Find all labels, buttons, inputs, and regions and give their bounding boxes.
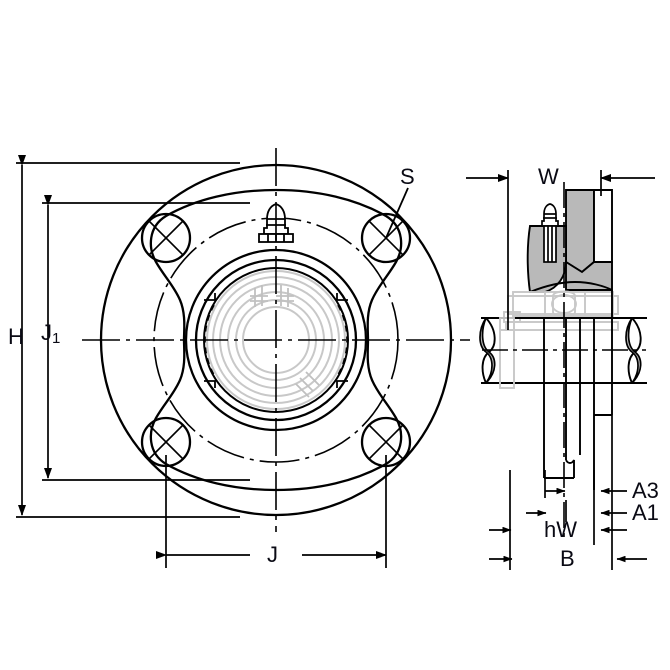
side-flange-plate: [565, 189, 613, 274]
dimension-label-h: H: [8, 324, 24, 349]
dimension-label-j: J: [267, 542, 278, 567]
dimension-h: [16, 155, 240, 518]
dimension-hw: [489, 470, 627, 545]
front-view-centerlines: [82, 148, 470, 532]
dimension-a3: [544, 470, 627, 498]
dimension-label-b: B: [560, 546, 575, 571]
front-view: [82, 148, 470, 532]
s-leader-line: [385, 187, 409, 239]
dimension-label-s: S: [400, 164, 415, 189]
dimension-b: [489, 415, 647, 570]
dimension-w: [466, 170, 655, 330]
dimension-label-a3: A3: [632, 478, 659, 503]
dimension-label-j1-base: J: [41, 320, 52, 345]
side-view-centerlines: [482, 182, 646, 540]
side-projection-lines: [543, 290, 613, 490]
bolt-hole-group: [140, 212, 412, 468]
dimension-a1: [526, 500, 627, 522]
bearing-insert-marks: [250, 285, 320, 398]
side-grease-nipple-icon: [541, 203, 559, 263]
bolt-hole-top-left: [140, 212, 192, 264]
side-bearing-ghost: [503, 290, 619, 331]
side-housing-ghost-lower: [499, 317, 515, 389]
dimension-j: [156, 455, 387, 568]
side-view: [466, 170, 655, 570]
snap-ring-tabs: [204, 293, 348, 388]
dimension-label-j1-subscript: 1: [52, 330, 61, 347]
dimension-label-a1: A1: [632, 500, 659, 525]
dimension-label-j1: J1: [41, 320, 61, 347]
dimension-j1: [42, 195, 250, 481]
dimension-label-hw: hW: [544, 517, 577, 542]
dimension-label-w: W: [538, 164, 559, 189]
